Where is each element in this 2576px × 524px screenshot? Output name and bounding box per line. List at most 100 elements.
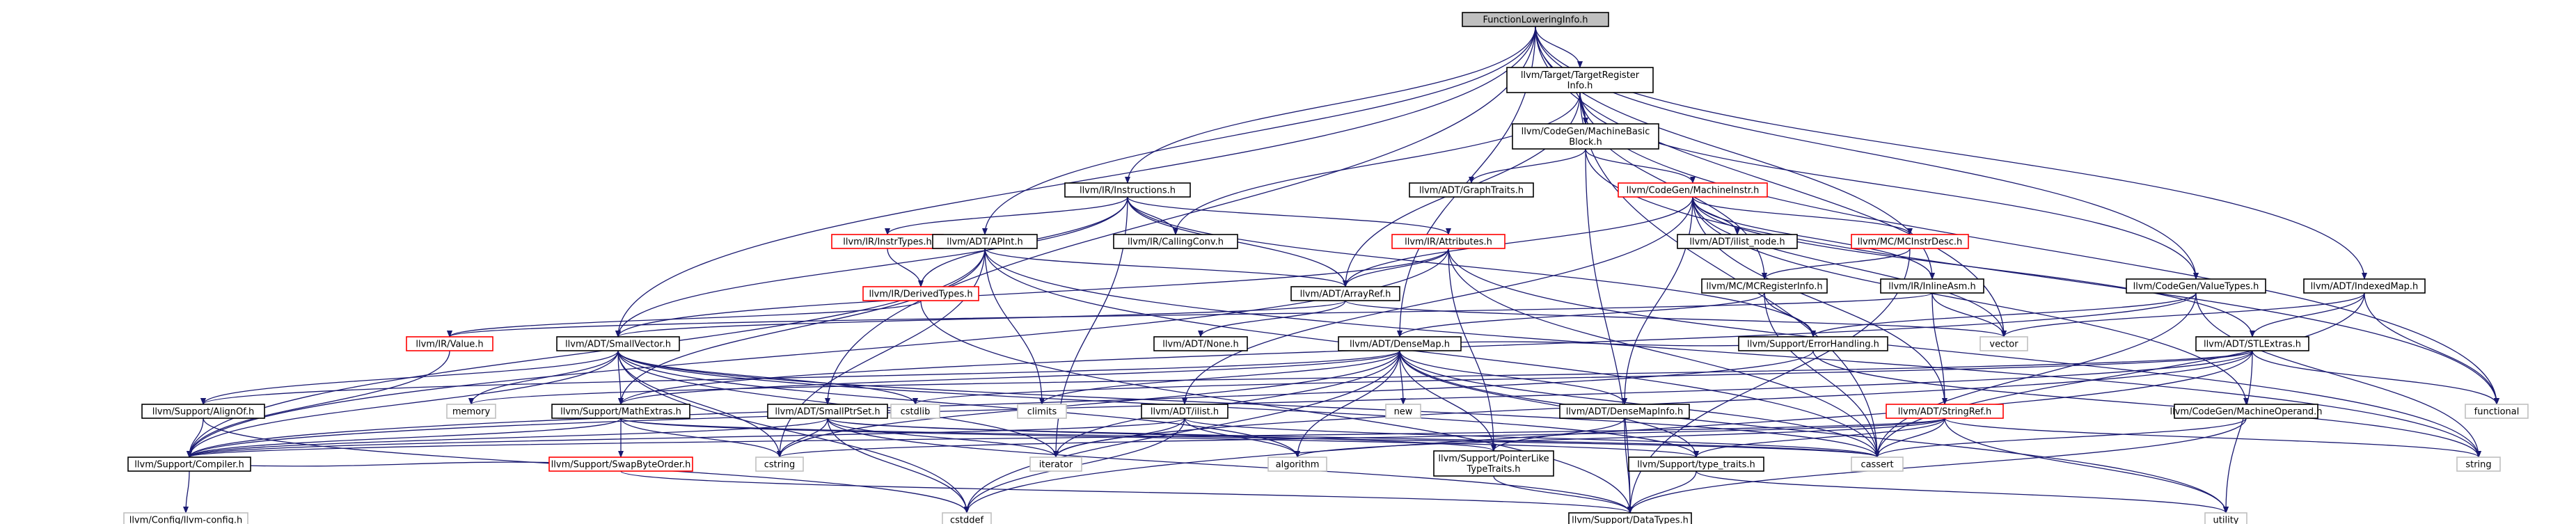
node-fli[interactable]: FunctionLoweringInfo.h <box>1462 12 1609 27</box>
node-compiler[interactable]: llvm/Support/Compiler.h <box>127 456 251 472</box>
node-config: llvm/Config/llvm-config.h <box>123 512 248 524</box>
node-align[interactable]: llvm/Support/AlignOf.h <box>141 404 265 419</box>
node-label: llvm/Support/Compiler.h <box>134 460 244 470</box>
edge-im-to-functional <box>2364 292 2499 405</box>
edge-sv-to-mathx <box>617 350 624 405</box>
edge-dm-to-align <box>200 350 1400 405</box>
node-vector: vector <box>1980 336 2028 351</box>
node-attr[interactable]: llvm/IR/Attributes.h <box>1391 234 1506 249</box>
node-label: llvm/IR/Instructions.h <box>1080 186 1176 196</box>
node-box <box>1880 278 1984 294</box>
node-label: llvm/ADT/GraphTraits.h <box>1419 186 1524 196</box>
node-vt[interactable]: llvm/CodeGen/ValueTypes.h <box>2126 278 2266 294</box>
node-label: llvm/ADT/IndexedMap.h <box>2311 282 2419 292</box>
node-box <box>1506 67 1654 93</box>
node-functional: functional <box>2465 404 2529 419</box>
edge-stle-to-functional <box>2252 350 2499 405</box>
node-box <box>2456 456 2501 472</box>
edge-im-to-stle <box>2250 292 2365 338</box>
node-box <box>556 336 680 351</box>
edge-plt-to-dtypes <box>1493 475 1633 514</box>
edge-fli-to-tri <box>1535 26 1583 68</box>
node-box <box>446 404 496 419</box>
node-stle[interactable]: llvm/ADT/STLExtras.h <box>2195 336 2309 351</box>
edge-apint-to-compiler <box>187 248 986 458</box>
edge-sr-to-compiler <box>187 418 1945 458</box>
node-dtypes[interactable]: llvm/Support/DataTypes.h <box>1568 512 1692 524</box>
node-box <box>1064 182 1191 198</box>
edge-mathx-to-tt <box>620 418 1699 458</box>
node-val[interactable]: llvm/IR/Value.h <box>406 336 493 351</box>
edge-apint-to-mathx <box>618 248 986 405</box>
node-box <box>1851 234 1969 249</box>
edge-ilist-to-cassert <box>1184 418 1880 458</box>
node-string: string <box>2456 456 2501 472</box>
node-cc[interactable]: llvm/IR/CallingConv.h <box>1113 234 1238 249</box>
edge-sr-to-string <box>1944 418 2481 458</box>
node-sv[interactable]: llvm/ADT/SmallVector.h <box>556 336 680 351</box>
node-ia[interactable]: llvm/IR/InlineAsm.h <box>1880 278 1984 294</box>
node-dmi[interactable]: llvm/ADT/DenseMapInfo.h <box>1559 404 1690 419</box>
node-label: llvm/MC/MCRegisterInfo.h <box>1706 282 1822 292</box>
node-ilist[interactable]: llvm/ADT/ilist.h <box>1141 404 1228 419</box>
node-tt[interactable]: llvm/Support/type_traits.h <box>1628 456 1764 472</box>
edge-mathx-to-cassert <box>620 418 1880 458</box>
edge-tt-to-dtypes <box>1627 470 1697 514</box>
edge-sbo-to-dtypes <box>620 470 1633 514</box>
edge-dmi-to-dtypes <box>1624 418 1633 514</box>
header-nodes: FunctionLoweringInfo.h llvm/Target/Target… <box>123 12 2529 524</box>
node-mi[interactable]: llvm/CodeGen/MachineInstr.h <box>1618 182 1768 198</box>
edge-dm-to-utility <box>1399 350 2229 514</box>
node-box <box>1338 336 1462 351</box>
node-sps[interactable]: llvm/ADT/SmallPtrSet.h <box>767 404 888 419</box>
node-label: FunctionLoweringInfo.h <box>1483 15 1588 26</box>
edge-ilist-to-iterator <box>1053 418 1185 458</box>
node-label: llvm/Support/ErrorHandling.h <box>1747 340 1879 350</box>
edge-eh-to-string <box>1812 350 2481 458</box>
node-box <box>1029 456 1082 472</box>
node-it[interactable]: llvm/IR/InstrTypes.h <box>831 234 944 249</box>
node-ar[interactable]: llvm/ADT/ArrayRef.h <box>1290 286 1400 301</box>
node-mathx[interactable]: llvm/Support/MathExtras.h <box>551 404 690 419</box>
edge-sv-to-memory <box>468 350 619 405</box>
edge-tri-to-cassert <box>1579 92 1880 458</box>
edge-mi-to-mcid <box>1692 196 1913 235</box>
node-mcri[interactable]: llvm/MC/MCRegisterInfo.h <box>1701 278 1828 294</box>
node-iterator: iterator <box>1029 456 1082 472</box>
node-apint[interactable]: llvm/ADT/APInt.h <box>932 234 1038 249</box>
node-dt[interactable]: llvm/IR/DerivedTypes.h <box>862 286 979 301</box>
node-sbo[interactable]: llvm/Support/SwapByteOrder.h <box>548 456 693 472</box>
node-sr[interactable]: llvm/ADT/StringRef.h <box>1886 404 2004 419</box>
edge-dm-to-cstddef <box>964 350 1400 514</box>
edge-mo-to-cassert <box>1874 418 2247 458</box>
edge-attr-to-plt <box>1448 248 1496 452</box>
node-box <box>862 286 979 301</box>
node-eh[interactable]: llvm/Support/ErrorHandling.h <box>1738 336 1888 351</box>
node-box <box>2204 512 2247 524</box>
edge-mi-to-ilist <box>1182 196 1693 405</box>
node-box <box>1738 336 1888 351</box>
node-im[interactable]: llvm/ADT/IndexedMap.h <box>2303 278 2426 294</box>
node-label: llvm/IR/DerivedTypes.h <box>869 289 972 300</box>
node-ilistnode[interactable]: llvm/ADT/ilist_node.h <box>1677 234 1798 249</box>
edge-stle-to-cstdlib <box>912 350 2253 405</box>
edge-mi-to-ia <box>1692 196 1935 280</box>
node-box <box>1462 12 1609 27</box>
edge-dm-to-plt <box>1399 350 1496 452</box>
node-mcid[interactable]: llvm/MC/MCInstrDesc.h <box>1851 234 1969 249</box>
node-mo[interactable]: llvm/CodeGen/MachineOperand.h <box>2170 404 2323 419</box>
node-none[interactable]: llvm/ADT/None.h <box>1153 336 1248 351</box>
edge-ar-to-sv <box>615 300 1346 338</box>
node-label: cstdlib <box>901 407 931 418</box>
edge-vt-to-eh <box>1810 292 2197 338</box>
node-instr[interactable]: llvm/IR/Instructions.h <box>1064 182 1191 198</box>
node-label: Info.h <box>1567 81 1593 91</box>
edge-attr-to-ar <box>1343 248 1449 287</box>
node-box <box>767 404 888 419</box>
node-gt[interactable]: llvm/ADT/GraphTraits.h <box>1409 182 1534 198</box>
node-dm[interactable]: llvm/ADT/DenseMap.h <box>1338 336 1462 351</box>
node-box <box>942 512 992 524</box>
